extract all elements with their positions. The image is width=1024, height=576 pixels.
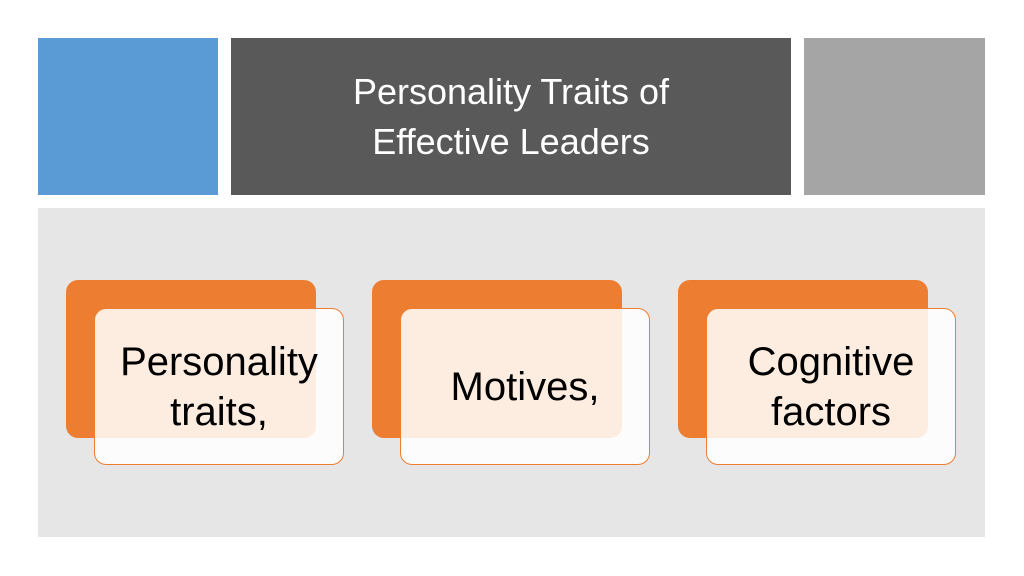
card-cognitive-factors: Cognitive factors [678, 280, 958, 466]
card-label: Personality traits, [120, 339, 318, 434]
slide-title: Personality Traits of Effective Leaders [352, 70, 670, 162]
card-front-block [706, 308, 956, 465]
accent-block-blue [38, 38, 218, 195]
card-front-block [400, 308, 650, 465]
card-front-block [94, 308, 344, 465]
accent-block-gray [804, 38, 985, 195]
title-banner: Personality Traits of Effective Leaders [231, 38, 791, 195]
card-label: Motives, [450, 364, 600, 409]
card-motives: Motives, [372, 280, 652, 466]
card-personality-traits: Personality traits, [66, 280, 346, 466]
card-label: Cognitive factors [747, 339, 915, 434]
